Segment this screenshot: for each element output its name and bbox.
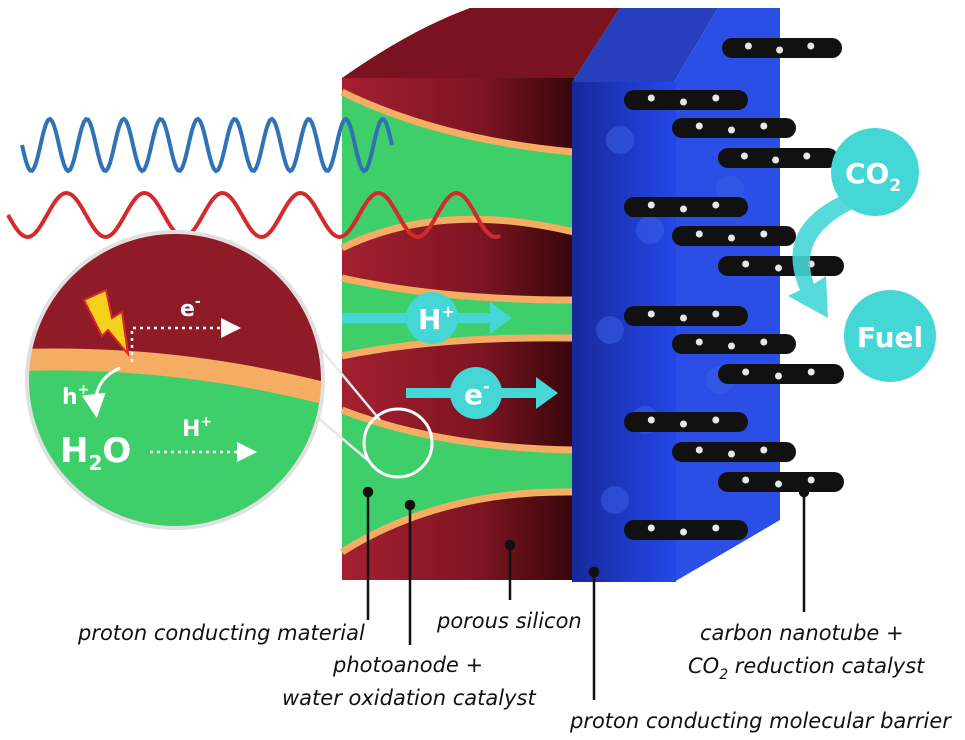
catalyst-particle: [680, 420, 687, 428]
inset-zoom-view: e- h+ H2O H+: [25, 230, 325, 530]
label-nanotube-line1: carbon nanotube +: [700, 621, 904, 645]
catalyst-particle: [760, 338, 768, 346]
catalyst-particle: [647, 416, 655, 424]
catalyst-particle: [740, 152, 748, 160]
inset-electron-label: e-: [180, 294, 201, 322]
catalyst-particle: [680, 98, 687, 106]
hole-path-arrow: [81, 366, 121, 418]
conversion-arrow: [788, 188, 864, 318]
catalyst-particle: [760, 122, 768, 130]
light-wave-blue: [20, 116, 394, 174]
catalyst-particle: [760, 446, 768, 454]
label-proton-conducting-material: proton conducting material: [77, 621, 365, 645]
water-label: H2O: [60, 431, 131, 475]
electron-flow-label: e-: [464, 377, 490, 411]
catalyst-particle: [776, 46, 784, 54]
fuel-label: Fuel: [857, 321, 923, 354]
proton-flow-label: H+: [418, 302, 455, 336]
inset-proton-label: H+: [182, 414, 212, 442]
label-photoanode-line1: photoanode +: [332, 653, 483, 677]
leader-lines: [362, 486, 810, 700]
catalyst-particle: [775, 264, 782, 272]
catalyst-particle: [803, 152, 811, 160]
catalyst-particle: [728, 234, 735, 242]
co2-bubble: [831, 128, 919, 216]
electron-flow-arrow: e-: [406, 367, 558, 419]
light-wave-red: [6, 190, 501, 240]
fuel-bubble: [844, 290, 936, 382]
catalyst-particle: [680, 528, 687, 536]
label-molecular-barrier: proton conducting molecular barrier: [569, 709, 952, 733]
catalyst-particle: [775, 372, 782, 380]
catalyst-particle: [647, 310, 655, 318]
catalyst-particle: [680, 314, 687, 322]
catalyst-particle: [712, 94, 720, 102]
catalyst-particle: [712, 310, 720, 318]
catalyst-particle: [807, 368, 815, 376]
lightning-bolt-icon: [82, 288, 130, 358]
catalyst-particle: [695, 230, 703, 238]
catalyst-particle: [728, 342, 735, 350]
barrier-top-face: [572, 8, 718, 82]
catalyst-particle: [742, 260, 750, 268]
catalyst-particle: [742, 368, 750, 376]
catalyst-particle: [775, 480, 782, 488]
catalyst-particle: [760, 230, 768, 238]
catalyst-particle: [695, 446, 703, 454]
catalyst-particle: [728, 126, 735, 134]
label-nanotube-line2: CO2 reduction catalyst: [688, 654, 925, 683]
catalyst-particle: [712, 416, 720, 424]
catalyst-particle: [647, 524, 655, 532]
catalyst-particle: [807, 42, 815, 50]
proton-channel-1: [342, 92, 574, 248]
catalyst-particle: [742, 476, 750, 484]
catalyst-particle: [712, 524, 720, 532]
catalyst-particle: [772, 156, 780, 164]
catalyst-particle: [680, 205, 687, 213]
co2-to-fuel: CO2 Fuel: [788, 128, 936, 382]
catalyst-particle: [744, 42, 752, 50]
silicon-top-face: [342, 8, 620, 82]
label-photoanode-line2: water oxidation catalyst: [282, 686, 536, 710]
co2-label: CO2: [845, 157, 901, 196]
proton-flow-arrow: H+: [342, 292, 512, 344]
label-porous-silicon: porous silicon: [436, 609, 582, 633]
inset-border: [25, 230, 325, 530]
catalyst-particle: [712, 201, 720, 209]
proton-channel-3: [342, 410, 574, 552]
catalyst-particle: [695, 338, 703, 346]
porous-silicon-block: [340, 8, 620, 580]
inset-hole-label: h+: [62, 382, 89, 410]
catalyst-particle: [647, 201, 655, 209]
catalyst-particle: [647, 94, 655, 102]
zoom-circle: [362, 407, 434, 479]
catalyst-particle: [807, 476, 815, 484]
catalyst-particle: [728, 450, 735, 458]
catalyst-particle: [695, 122, 703, 130]
carbon-nanotubes: [624, 38, 844, 540]
